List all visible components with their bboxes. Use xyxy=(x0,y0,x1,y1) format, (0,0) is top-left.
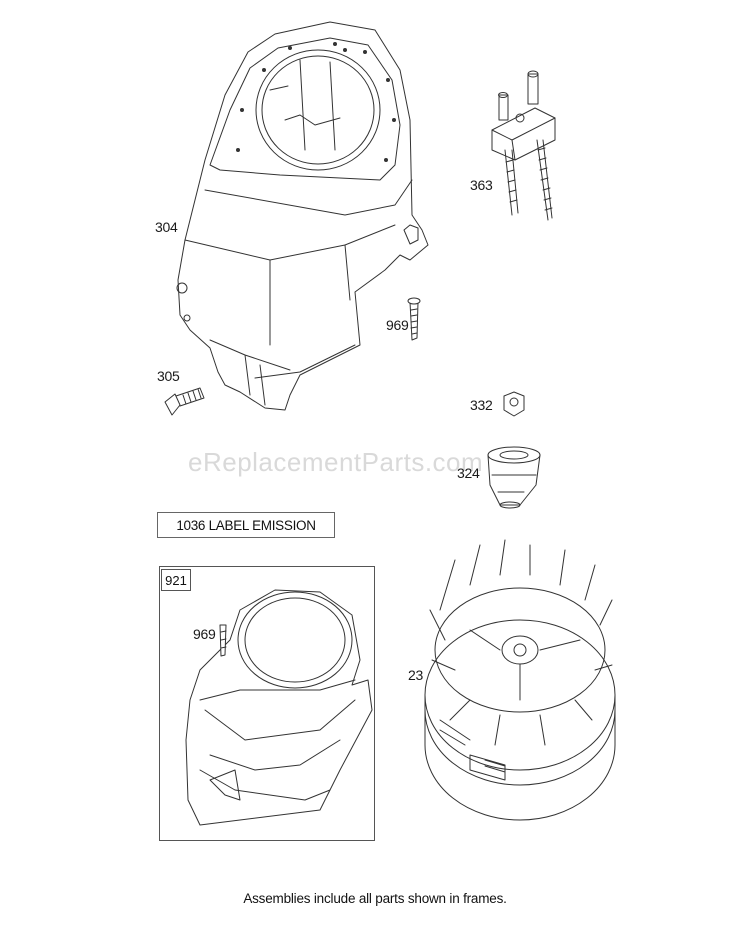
bracket-363-drawing xyxy=(491,70,556,221)
frame-tag-921: 921 xyxy=(161,569,191,591)
clutch-324-drawing xyxy=(487,446,541,509)
callout-324: 324 xyxy=(457,465,480,481)
screw-305-drawing xyxy=(164,387,205,416)
callout-332: 332 xyxy=(470,397,493,413)
callout-969-top: 969 xyxy=(386,317,409,333)
callout-363: 363 xyxy=(470,177,493,193)
callout-969-frame: 969 xyxy=(193,626,216,642)
callout-304: 304 xyxy=(155,219,178,235)
flywheel-23-drawing xyxy=(424,539,616,821)
callout-305: 305 xyxy=(157,368,180,384)
nut-332-drawing xyxy=(503,391,525,417)
callout-23: 23 xyxy=(408,667,423,683)
frame-921-housing-drawing xyxy=(185,589,373,826)
blower-housing-drawing xyxy=(176,21,429,411)
assembly-frame xyxy=(159,566,375,841)
watermark: eReplacementParts.com xyxy=(188,447,484,477)
emission-label-box: 1036 LABEL EMISSION xyxy=(157,512,335,538)
footnote: Assemblies include all parts shown in fr… xyxy=(243,891,507,906)
screw-969-top-drawing xyxy=(407,297,421,341)
